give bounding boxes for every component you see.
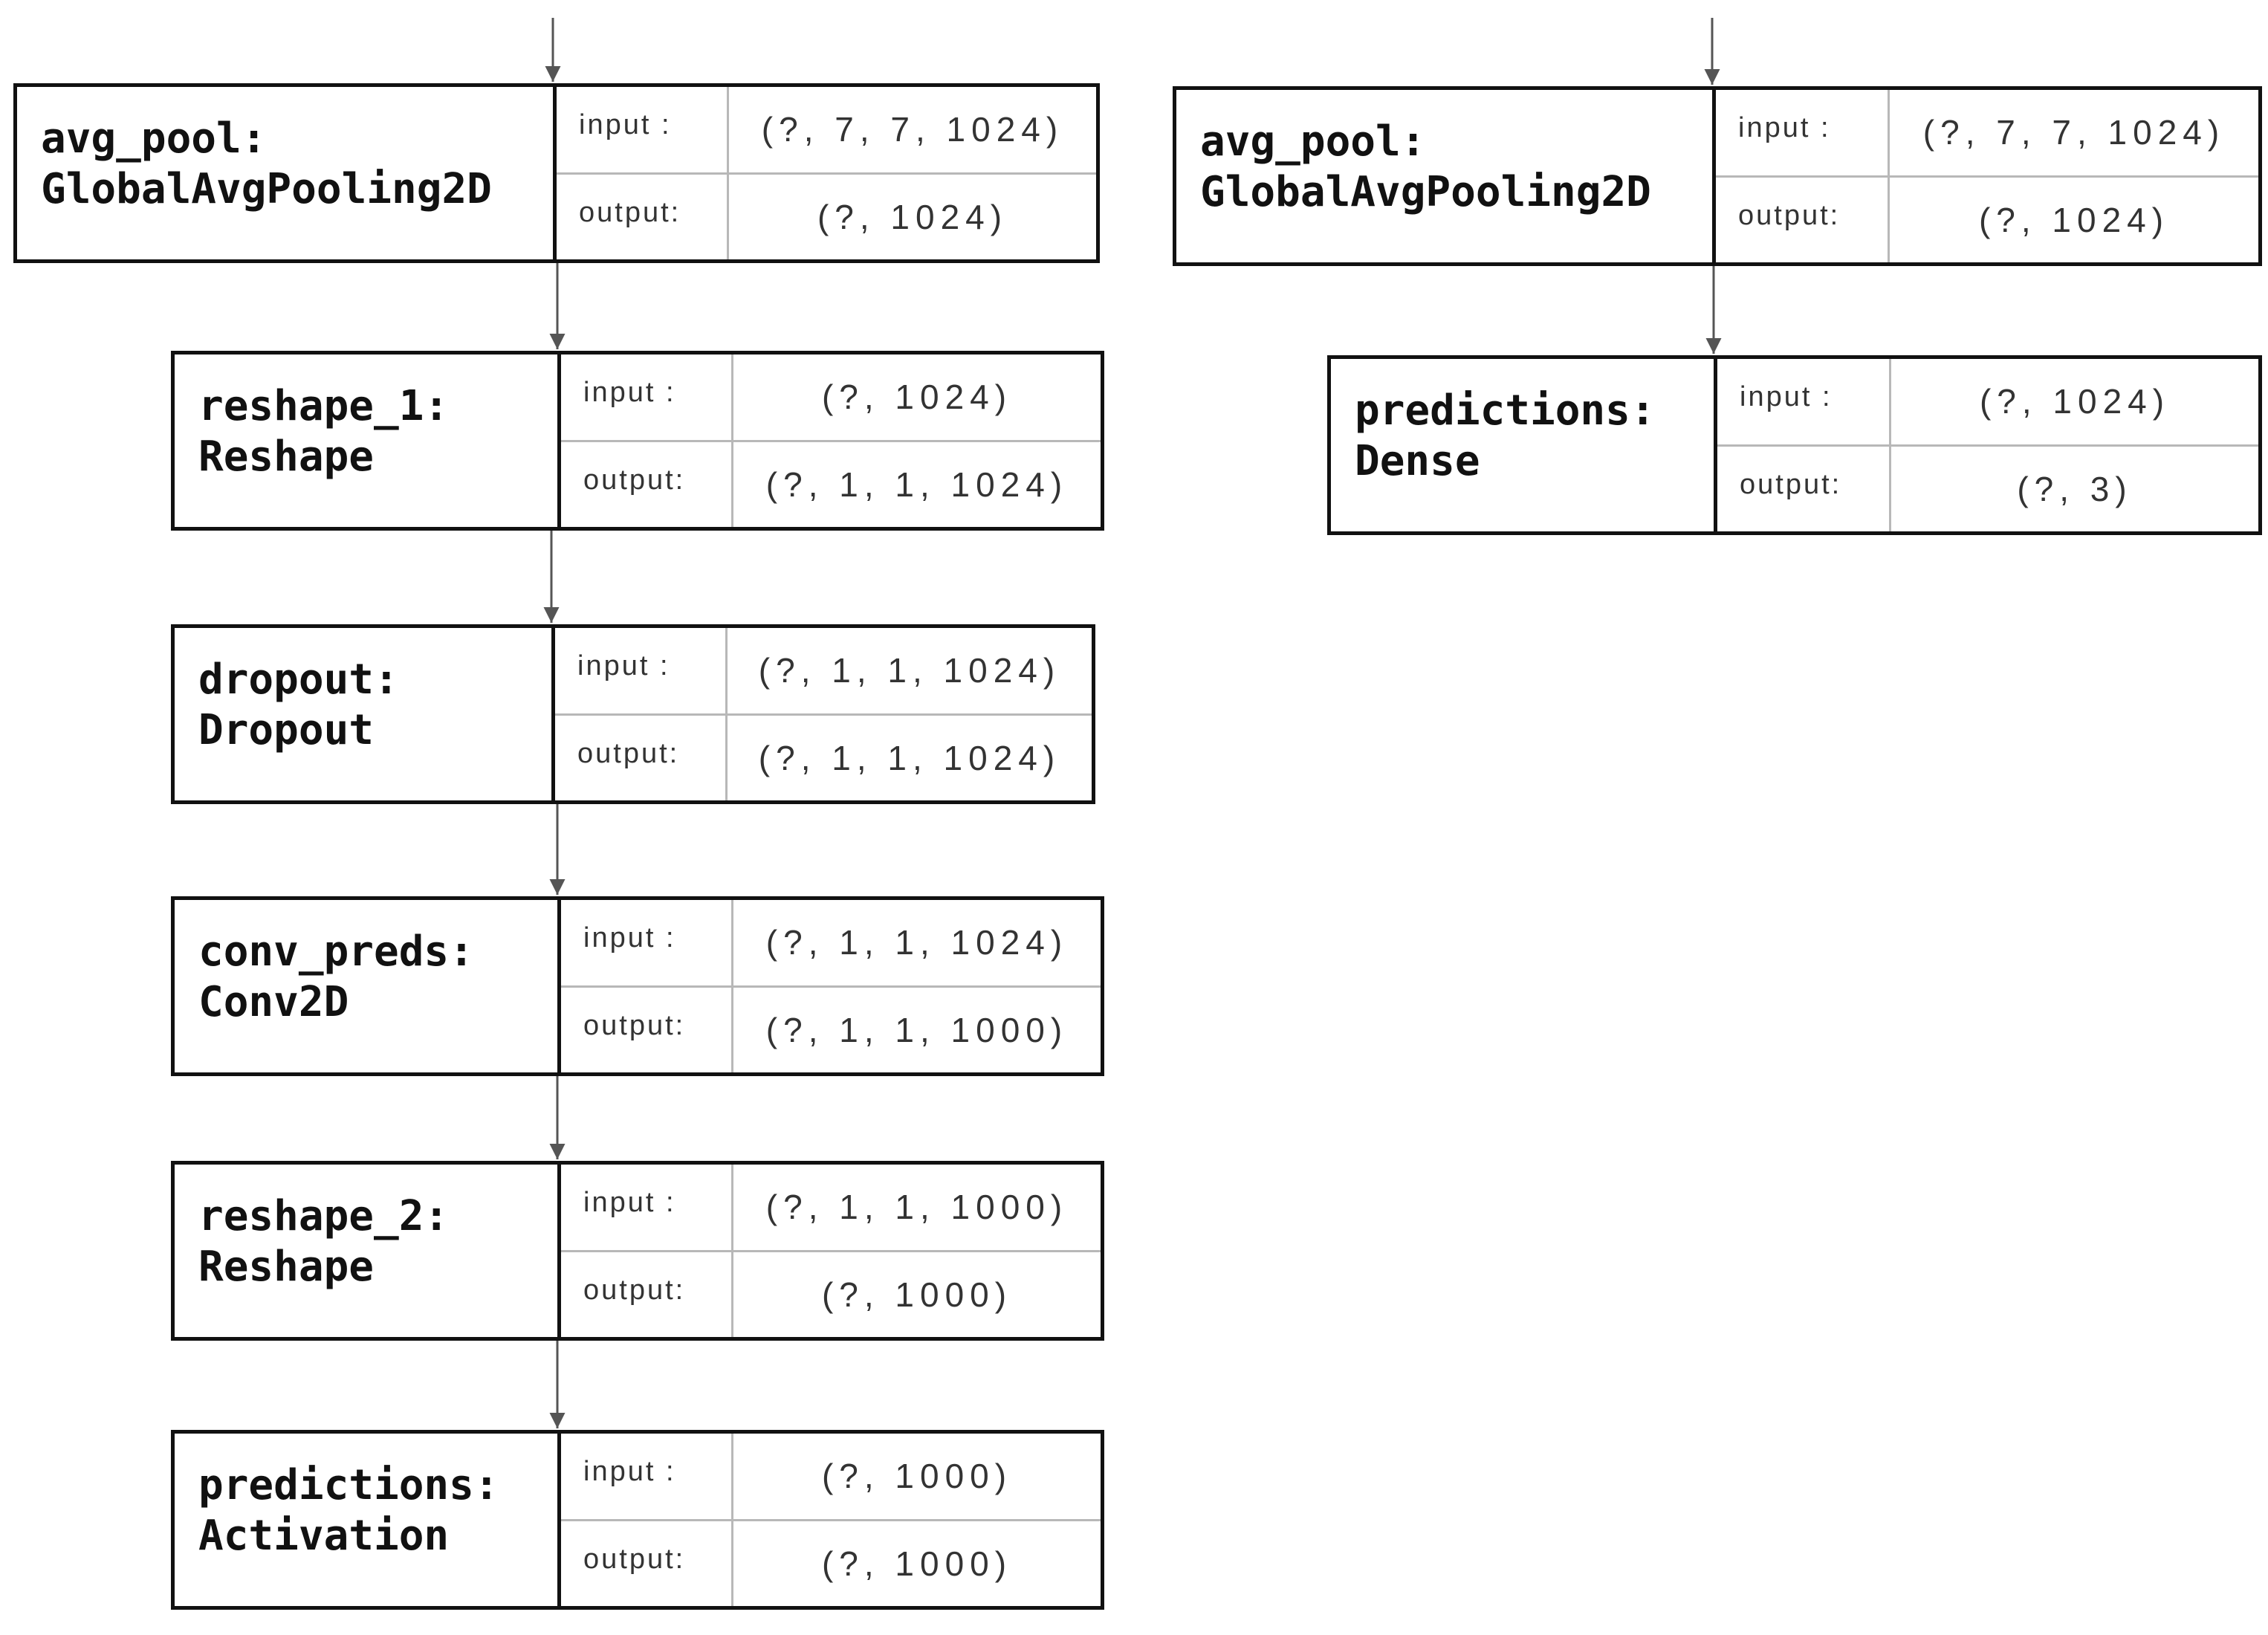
input-shape-row: input : (?, 1, 1, 1024) — [561, 900, 1101, 985]
output-label: output: — [1717, 446, 1891, 531]
input-shape-row: input : (?, 7, 7, 1024) — [1716, 90, 2258, 175]
output-shape-row: output: (?, 1024) — [557, 172, 1096, 259]
layer-type: Activation — [198, 1512, 450, 1560]
shape-table: input : (?, 1, 1, 1000) output: (?, 1000) — [561, 1165, 1101, 1337]
shape-table: input : (?, 1024) output: (?, 1, 1, 1024) — [561, 354, 1101, 527]
output-label: output: — [555, 715, 728, 800]
shape-table: input : (?, 7, 7, 1024) output: (?, 1024) — [557, 87, 1096, 259]
input-shape-value: (?, 1, 1, 1024) — [758, 651, 1061, 690]
input-shape-value: (?, 7, 7, 1024) — [761, 110, 1064, 149]
layer-type: Reshape — [198, 433, 375, 481]
output-shape-value: (?, 1000) — [821, 1544, 1013, 1583]
layer-name: dropout: — [198, 655, 399, 704]
output-shape-row: output: (?, 3) — [1717, 444, 2258, 531]
input-shape-row: input : (?, 1, 1, 1024) — [555, 628, 1092, 713]
layer-type: Dropout — [198, 706, 375, 754]
layer-type: GlobalAvgPooling2D — [1200, 168, 1651, 216]
layer-type: GlobalAvgPooling2D — [41, 165, 492, 213]
layer-name: avg_pool: — [41, 114, 267, 163]
input-shape-row: input : (?, 1000) — [561, 1434, 1101, 1519]
output-label: output: — [1716, 177, 1890, 262]
input-shape-value: (?, 7, 7, 1024) — [1922, 113, 2226, 152]
layer-type: Dense — [1355, 437, 1480, 485]
input-label: input : — [1717, 359, 1891, 444]
output-label: output: — [561, 1521, 733, 1606]
shape-table: input : (?, 1, 1, 1024) output: (?, 1, 1, 1… — [561, 900, 1101, 1072]
layer-title: predictions:Activation — [175, 1434, 561, 1606]
layer-title: avg_pool:GlobalAvgPooling2D — [17, 87, 557, 259]
output-shape-value: (?, 1, 1, 1024) — [765, 464, 1069, 504]
layer-name: reshape_1: — [198, 382, 450, 430]
layer-type: Conv2D — [198, 978, 349, 1026]
output-shape-row: output: (?, 1024) — [1716, 175, 2258, 262]
input-shape-row: input : (?, 1024) — [561, 354, 1101, 440]
shape-table: input : (?, 1, 1, 1024) output: (?, 1, 1, 1… — [555, 628, 1092, 800]
layer-title: reshape_2:Reshape — [175, 1165, 561, 1337]
output-shape-row: output: (?, 1, 1, 1024) — [561, 439, 1101, 527]
output-label: output: — [561, 441, 733, 527]
output-shape-row: output: (?, 1000) — [561, 1249, 1101, 1337]
shape-table: input : (?, 1000) output: (?, 1000) — [561, 1434, 1101, 1606]
output-shape-row: output: (?, 1, 1, 1000) — [561, 985, 1101, 1072]
input-shape-row: input : (?, 7, 7, 1024) — [557, 87, 1096, 172]
layer-name: reshape_2: — [198, 1192, 450, 1240]
input-label: input : — [561, 354, 733, 440]
input-label: input : — [561, 900, 733, 985]
input-shape-value: (?, 1024) — [1979, 382, 2171, 421]
input-shape-row: input : (?, 1024) — [1717, 359, 2258, 444]
layer-type: Reshape — [198, 1243, 375, 1291]
output-label: output: — [561, 1252, 733, 1337]
layer-name: conv_preds: — [198, 927, 474, 976]
output-shape-value: (?, 1024) — [1978, 200, 2170, 239]
output-shape-value: (?, 1000) — [821, 1275, 1013, 1314]
layer-title: reshape_1:Reshape — [175, 354, 561, 527]
output-shape-value: (?, 3) — [2017, 469, 2133, 508]
input-shape-value: (?, 1024) — [821, 378, 1013, 417]
layer-title: avg_pool:GlobalAvgPooling2D — [1176, 90, 1716, 262]
input-label: input : — [555, 628, 728, 713]
input-label: input : — [561, 1165, 733, 1250]
output-label: output: — [557, 174, 729, 259]
layer-name: predictions: — [198, 1461, 499, 1509]
output-shape-value: (?, 1024) — [817, 197, 1008, 236]
layer-title: dropout:Dropout — [175, 628, 555, 800]
input-label: input : — [561, 1434, 733, 1519]
input-shape-value: (?, 1, 1, 1024) — [765, 923, 1069, 962]
input-label: input : — [1716, 90, 1890, 175]
layer-name: predictions: — [1355, 386, 1656, 435]
output-shape-value: (?, 1, 1, 1024) — [758, 738, 1061, 777]
layer-name: avg_pool: — [1200, 117, 1426, 166]
shape-table: input : (?, 7, 7, 1024) output: (?, 1024) — [1716, 90, 2258, 262]
output-shape-row: output: (?, 1, 1, 1024) — [555, 713, 1092, 800]
output-label: output: — [561, 987, 733, 1072]
layer-title: predictions:Dense — [1331, 359, 1717, 531]
layer-title: conv_preds:Conv2D — [175, 900, 561, 1072]
output-shape-value: (?, 1, 1, 1000) — [765, 1010, 1069, 1049]
output-shape-row: output: (?, 1000) — [561, 1518, 1101, 1606]
input-shape-row: input : (?, 1, 1, 1000) — [561, 1165, 1101, 1250]
input-label: input : — [557, 87, 729, 172]
input-shape-value: (?, 1, 1, 1000) — [765, 1188, 1069, 1227]
shape-table: input : (?, 1024) output: (?, 3) — [1717, 359, 2258, 531]
input-shape-value: (?, 1000) — [821, 1457, 1013, 1496]
